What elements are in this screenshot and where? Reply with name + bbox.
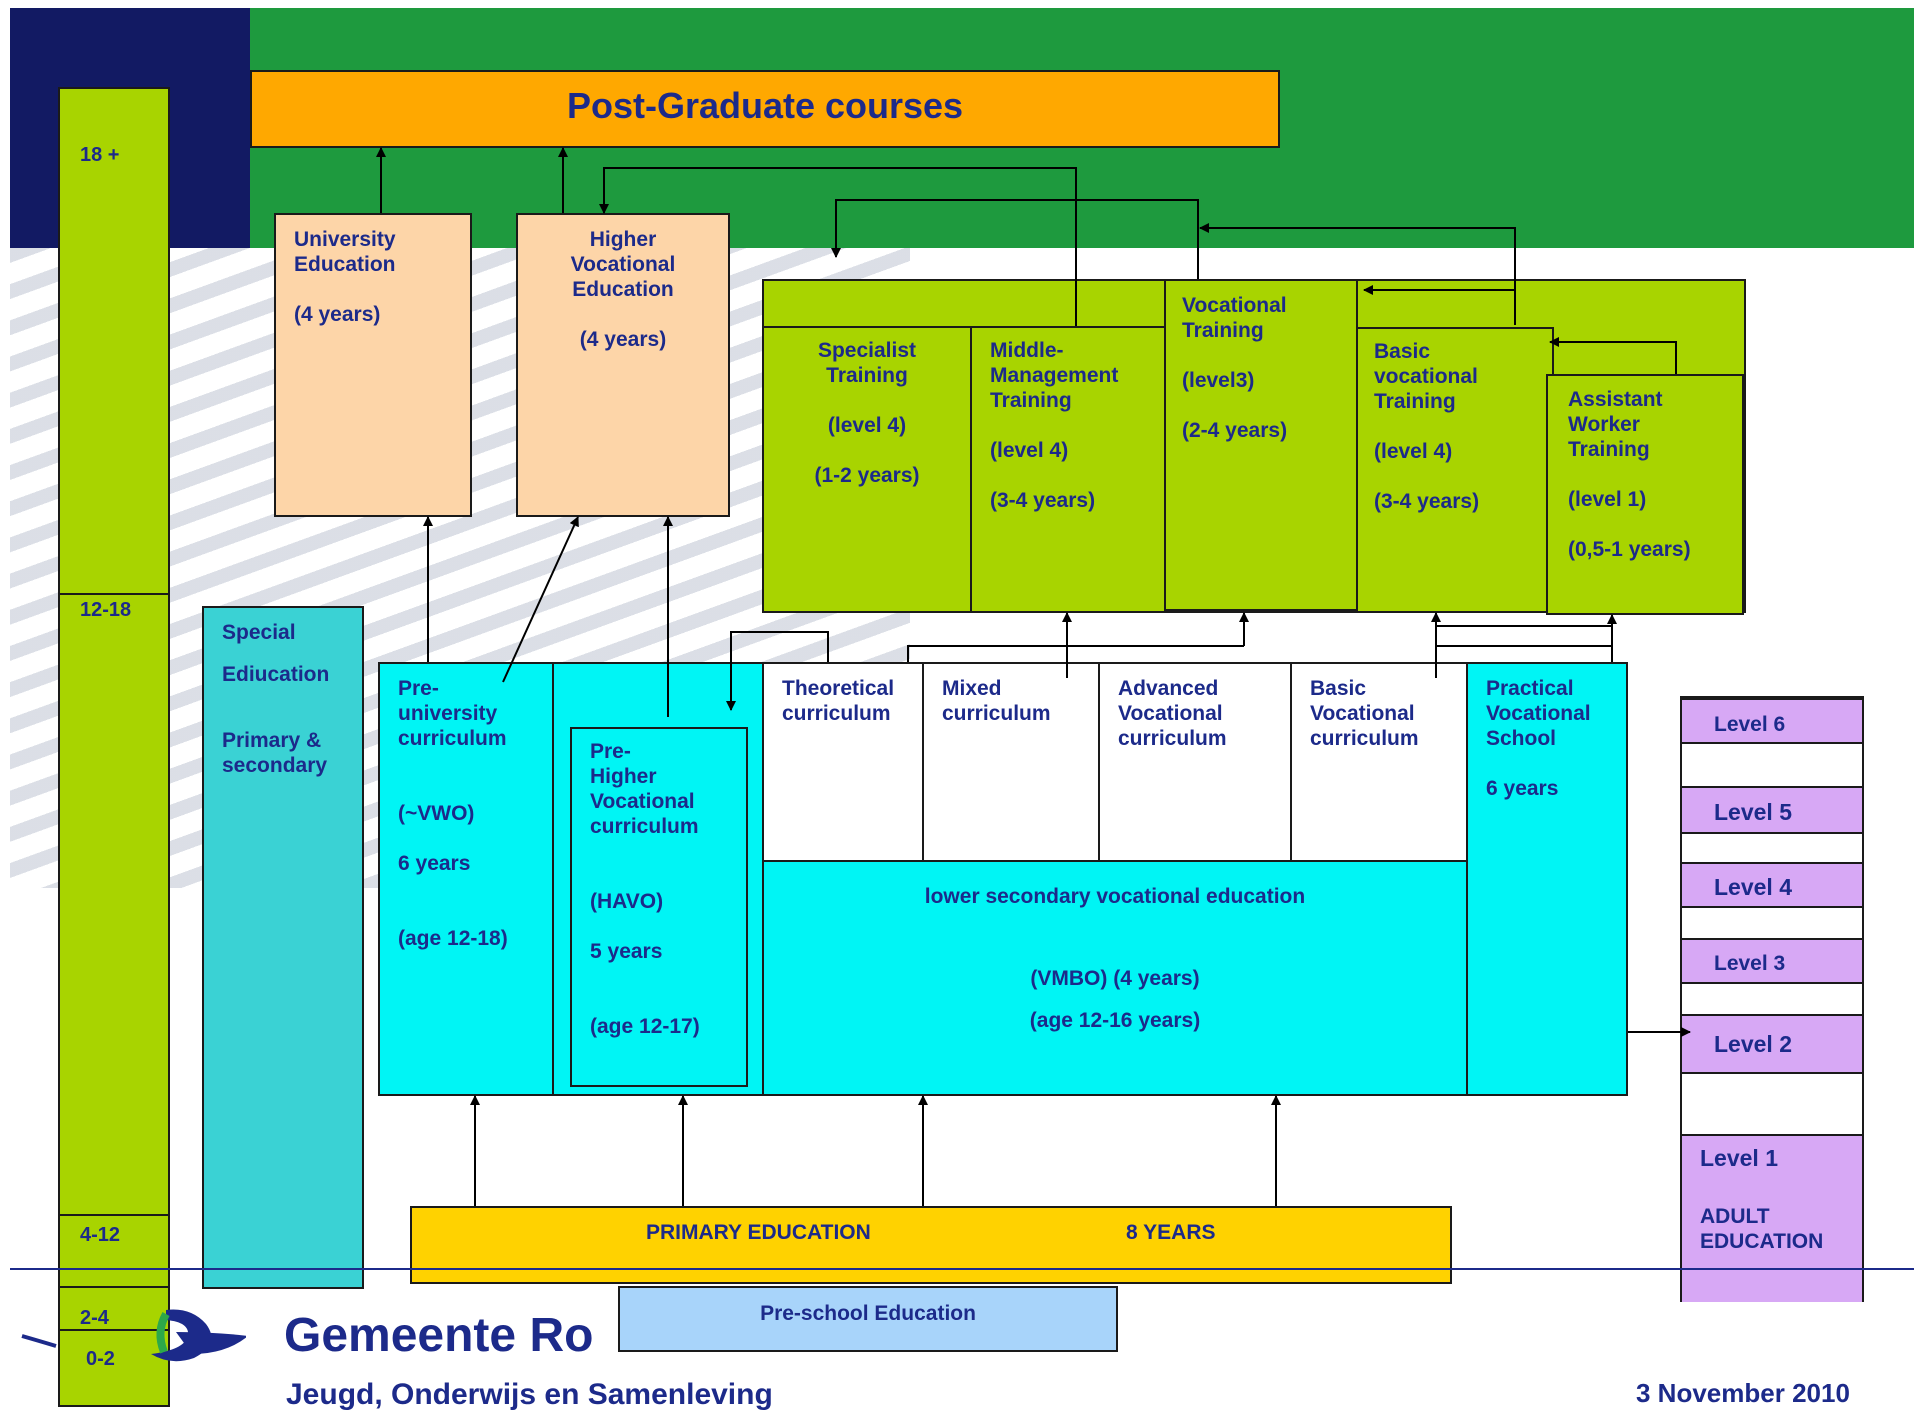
middle-management-label: Middle- Management Training (level 4) (3… — [990, 339, 1119, 512]
specialist-training-box: Specialist Training (level 4) (1-2 years… — [762, 326, 972, 613]
adult-education-label: ADULT EDUCATION — [1700, 1205, 1824, 1253]
university-education-box: University Education (4 years) — [274, 213, 472, 517]
special-education-subtitle: Ediucation — [222, 663, 330, 686]
vmbo-age: (age 12-16 years) — [1029, 1009, 1201, 1032]
postgraduate-box: Post-Graduate courses — [250, 70, 1280, 148]
advanced-vocational-curriculum-label: Advanced Vocational curriculum — [1118, 677, 1227, 750]
adult-level-4-label: Level 4 — [1714, 874, 1792, 900]
havo-label: Pre- Higher Vocational curriculum (HAVO)… — [590, 740, 700, 1038]
specialist-training-label: Specialist Training (level 4) (1-2 years… — [814, 339, 920, 487]
basic-vocational-curriculum-label: Basic Vocational curriculum — [1310, 677, 1419, 750]
age-label-4-12: 4-12 — [80, 1224, 121, 1246]
basic-vocational-training-label: Basic vocational Training (level 4) (3-4… — [1374, 340, 1480, 513]
assistant-worker-box: Assistant Worker Training (level 1) (0,5… — [1546, 374, 1744, 615]
adult-level-4: Level 4 — [1682, 862, 1862, 908]
vwo-label: Pre- university curriculum (~VWO) 6 year… — [398, 677, 508, 950]
university-education-label: University Education (4 years) — [294, 228, 396, 326]
age-label-2-4: 2-4 — [80, 1307, 109, 1329]
adult-level-3-label: Level 3 — [1714, 952, 1786, 975]
basic-vocational-training-box: Basic vocational Training (level 4) (3-4… — [1356, 327, 1554, 613]
age-divider — [60, 593, 168, 595]
special-education-box: Special Ediucation Primary & secondary — [202, 606, 364, 1289]
municipality-logo-icon — [21, 1309, 246, 1362]
adult-level-6: Level 6 — [1682, 698, 1862, 744]
special-education-scope: Primary & secondary — [222, 729, 328, 777]
practical-school-box: Practical Vocational School 6 years — [1466, 662, 1628, 1096]
vocational-training-box: Vocational Training (level3) (2-4 years) — [1164, 279, 1358, 611]
practical-school-label: Practical Vocational School 6 years — [1486, 677, 1591, 800]
footer-org-name: Gemeente Ro — [284, 1309, 594, 1362]
middle-management-box: Middle- Management Training (level 4) (3… — [970, 326, 1166, 613]
adult-level-3: Level 3 — [1682, 938, 1862, 984]
vmbo-box: lower secondary vocational education (VM… — [762, 860, 1468, 1096]
vocational-training-label: Vocational Training (level3) (2-4 years) — [1182, 294, 1288, 442]
higher-vocational-label: Higher Vocational Education (4 years) — [570, 228, 676, 351]
mixed-curriculum-box: Mixed curriculum — [922, 662, 1100, 862]
age-divider — [60, 1214, 168, 1216]
primary-education-label: PRIMARY EDUCATION — [646, 1221, 871, 1244]
age-label-0-2: 0-2 — [86, 1348, 115, 1370]
age-scale-bar: 18 + 12-18 4-12 2-4 0-2 — [58, 87, 170, 1407]
advanced-vocational-curriculum-box: Advanced Vocational curriculum — [1098, 662, 1292, 862]
adult-level-1: Level 1 ADULT EDUCATION — [1682, 1134, 1862, 1302]
municipality-logo — [16, 1302, 246, 1372]
special-education-title: Special — [222, 621, 296, 644]
adult-level-1-label: Level 1 — [1700, 1145, 1778, 1171]
adult-level-2-label: Level 2 — [1714, 1031, 1792, 1057]
theoretical-curriculum-label: Theoretical curriculum — [782, 677, 895, 725]
age-label-18plus: 18 + — [80, 144, 120, 166]
mixed-curriculum-label: Mixed curriculum — [942, 677, 1051, 725]
preschool-education-label: Pre-school Education — [760, 1302, 976, 1325]
adult-education-column: Level 6 Level 5 Level 4 Level 3 Level 2 … — [1680, 696, 1864, 1302]
preschool-education-box: Pre-school Education — [618, 1286, 1118, 1352]
age-divider — [60, 1329, 168, 1331]
primary-education-box: PRIMARY EDUCATION 8 YEARS — [410, 1206, 1452, 1284]
age-divider — [60, 1286, 168, 1288]
havo-box: Pre- Higher Vocational curriculum (HAVO)… — [570, 727, 748, 1087]
vwo-box: Pre- university curriculum (~VWO) 6 year… — [378, 662, 554, 1096]
vmbo-years: (VMBO) (4 years) — [1030, 967, 1200, 990]
postgraduate-label: Post-Graduate courses — [566, 85, 964, 126]
adult-level-5: Level 5 — [1682, 786, 1862, 834]
primary-education-years: 8 YEARS — [1126, 1221, 1216, 1244]
vmbo-title: lower secondary vocational education — [924, 885, 1306, 908]
age-label-12-18: 12-18 — [80, 599, 132, 621]
higher-vocational-box: Higher Vocational Education (4 years) — [516, 213, 730, 517]
footer-line — [10, 1268, 1914, 1270]
assistant-worker-label: Assistant Worker Training (level 1) (0,5… — [1568, 388, 1691, 561]
adult-level-6-label: Level 6 — [1714, 713, 1786, 736]
adult-level-2: Level 2 — [1682, 1014, 1862, 1074]
adult-level-5-label: Level 5 — [1714, 799, 1792, 825]
